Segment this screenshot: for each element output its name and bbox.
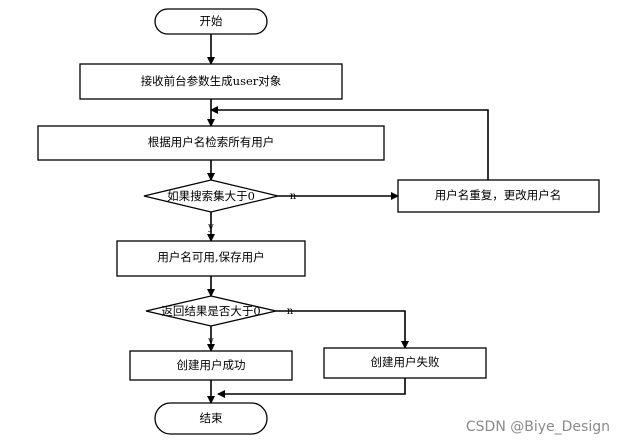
end-terminal (154, 402, 268, 435)
process-receive-params-label: 接收前台参数生成user对象 (141, 74, 282, 88)
watermark-text: CSDN @Biye_Design (466, 419, 610, 435)
arrow-decision2-no-branch (276, 310, 409, 349)
start-label: 开始 (200, 14, 223, 28)
decision-save-result-label: 返回结果是否大于0 (161, 304, 260, 318)
decision-result-count-label: 如果搜索集大于0 (167, 189, 255, 203)
arrow-fail-to-end (217, 378, 406, 398)
process-create-fail-label: 创建用户失败 (371, 355, 440, 369)
arrow-duplicate-loop-back (210, 106, 489, 180)
decision-save-result (145, 295, 277, 327)
process-duplicate-username (397, 179, 600, 213)
process-create-success (129, 350, 293, 381)
process-save-user-label: 用户名可用,保存用户 (157, 250, 264, 264)
process-search-users (37, 125, 385, 161)
process-create-success-label: 创建用户成功 (177, 358, 246, 372)
end-label: 结束 (200, 411, 223, 425)
process-save-user (116, 240, 306, 277)
decision-result-count (143, 179, 279, 213)
branch-yes-label: y (207, 222, 214, 233)
connectors (207, 34, 489, 404)
process-search-users-label: 根据用户名检索所有用户 (148, 135, 275, 149)
start-terminal (154, 8, 268, 35)
process-duplicate-username-label: 用户名重复，更改用户名 (435, 188, 562, 202)
process-receive-params (79, 63, 343, 100)
branch-no-label: n (290, 191, 297, 202)
branch-no-label-2: n (287, 306, 294, 317)
branch-yes-label-2: y (207, 336, 214, 347)
process-create-fail (323, 347, 487, 379)
